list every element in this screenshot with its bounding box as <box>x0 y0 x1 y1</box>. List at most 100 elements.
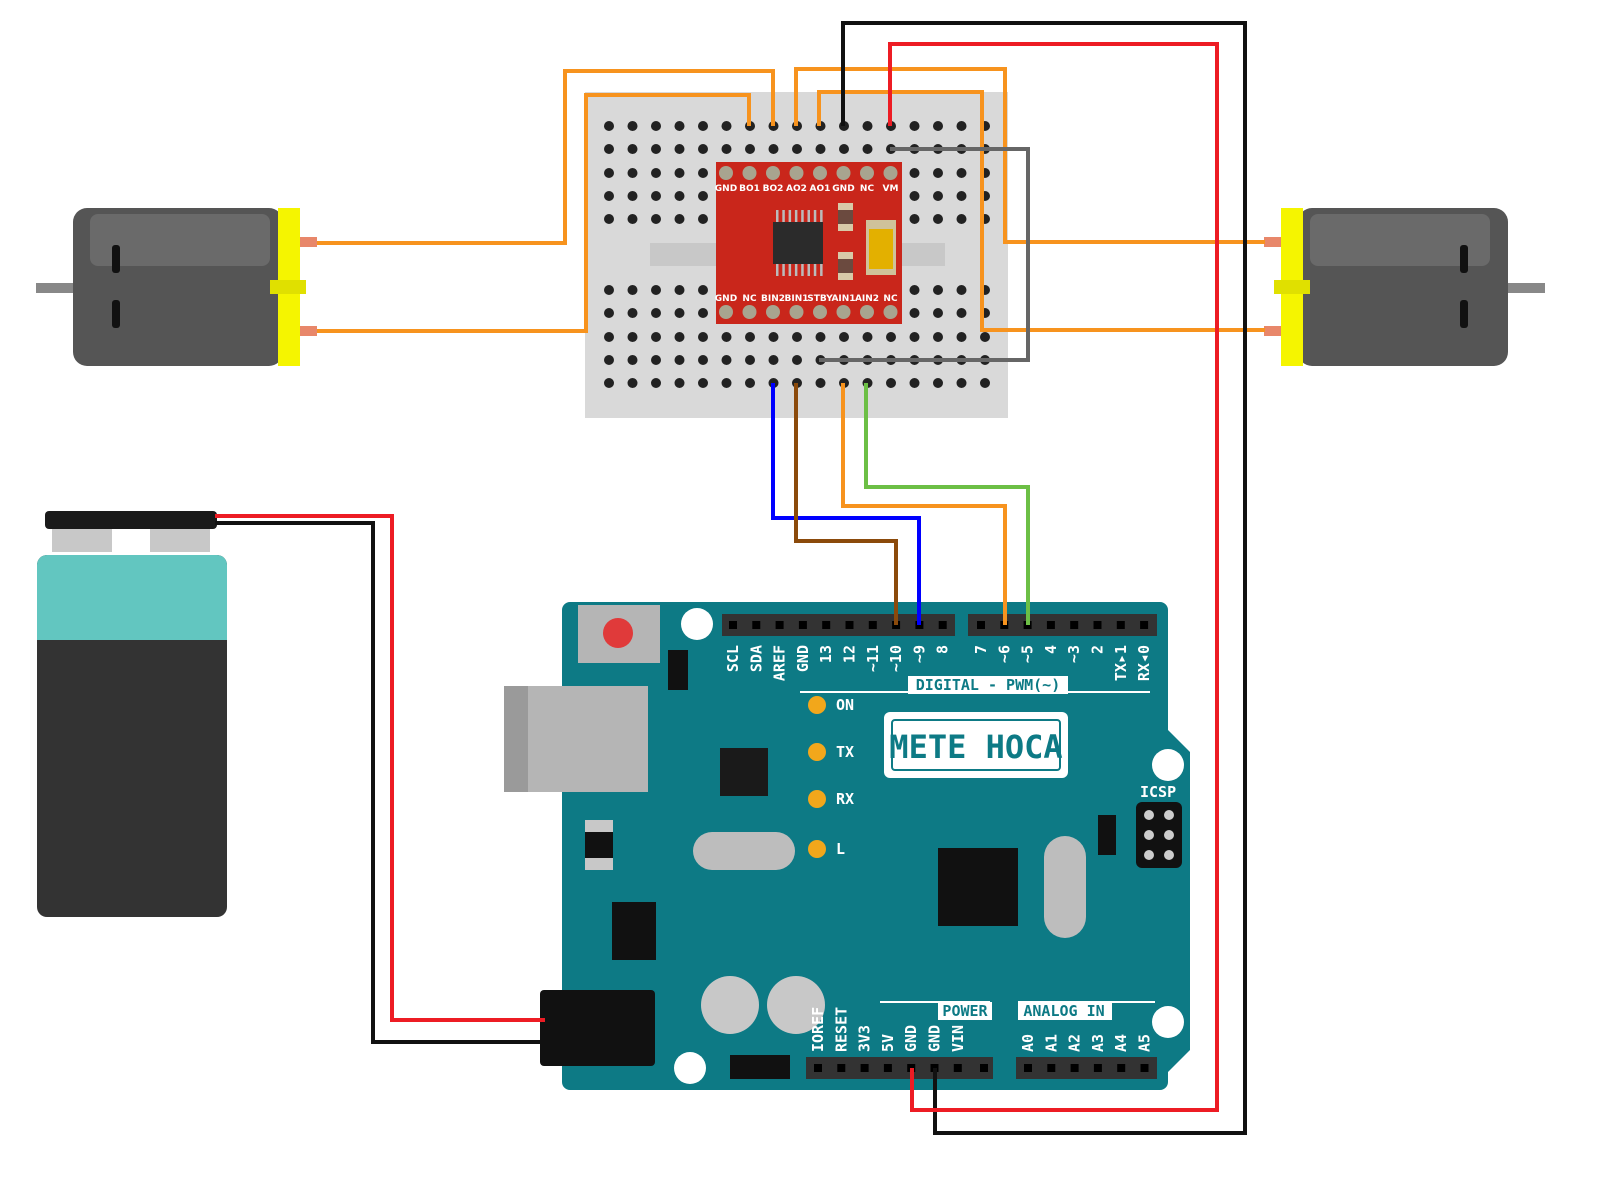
breadboard-hole <box>933 168 943 178</box>
driver-pin <box>883 305 898 319</box>
chip-leg <box>776 264 779 276</box>
digital-pin-label: GND <box>794 645 812 672</box>
breadboard-hole <box>933 214 943 224</box>
led-rx <box>808 790 826 808</box>
breadboard-hole <box>674 285 685 295</box>
breadboard-hole <box>721 355 732 365</box>
breadboard-hole <box>674 378 685 388</box>
breadboard-hole <box>698 332 708 342</box>
driver-pin <box>860 166 874 180</box>
breadboard-hole <box>862 332 873 342</box>
breadboard-hole <box>745 355 755 365</box>
breadboard-hole <box>839 332 849 342</box>
breadboard-hole <box>933 378 943 388</box>
breadboard-hole <box>698 191 708 201</box>
digital-pin-label: SDA <box>747 645 765 672</box>
breadboard-hole <box>909 285 920 295</box>
breadboard-hole <box>862 121 873 131</box>
chip-leg <box>794 264 798 276</box>
breadboard-hole <box>604 285 614 295</box>
led-l <box>808 840 826 858</box>
breadboard-hole <box>745 332 755 342</box>
power-pin-label: 3V3 <box>856 1025 874 1052</box>
power-pin-label: GND <box>926 1025 944 1052</box>
breadboard-hole <box>886 378 896 388</box>
driver-pin-label: GND <box>715 184 737 194</box>
header-pin <box>1047 1064 1056 1072</box>
analog-pin-label: A2 <box>1066 1034 1084 1052</box>
breadboard-hole <box>768 332 779 342</box>
chip-leg <box>801 264 804 276</box>
driver-pin-label: AIN1 <box>831 294 855 304</box>
breadboard-hole <box>674 355 685 365</box>
digital-header-low <box>968 614 1157 636</box>
breadboard-hole <box>604 355 614 365</box>
header-pin <box>729 621 737 629</box>
power-pin-label: VIN <box>949 1025 967 1052</box>
digital-pin-label: ~3 <box>1065 645 1083 663</box>
icsp-header <box>1136 802 1182 868</box>
breadboard-hole <box>956 332 967 342</box>
analog-pin-label: A5 <box>1136 1034 1154 1052</box>
driver-pin-label: BO1 <box>739 184 760 194</box>
logo <box>884 712 1068 778</box>
chip-leg <box>788 210 792 222</box>
breadboard-hole <box>909 378 920 388</box>
breadboard-hole <box>698 168 708 178</box>
power-pin-label: 5V <box>879 1034 897 1052</box>
breadboard-hole <box>674 121 685 131</box>
driver-pin <box>836 166 851 180</box>
header-pin <box>845 621 854 629</box>
led-tx <box>808 743 826 761</box>
driver-pin <box>883 166 898 180</box>
header-pin <box>860 1064 869 1072</box>
led-label: TX <box>836 743 854 761</box>
breadboard-hole <box>956 308 967 318</box>
driver-pin-label: AO2 <box>786 184 807 194</box>
breadboard-hole <box>674 191 685 201</box>
breadboard-hole <box>909 168 920 178</box>
header-pin <box>1116 621 1125 629</box>
breadboard-hole <box>674 214 685 224</box>
icsp-pin <box>1164 810 1174 820</box>
driver-pin <box>860 305 874 319</box>
breadboard-hole <box>721 378 732 388</box>
wire-orange-motor-right-b <box>817 90 1265 332</box>
header-pin <box>798 621 807 629</box>
header-pin <box>1046 621 1055 629</box>
driver-pin <box>789 305 804 319</box>
digital-pin-label: ~5 <box>1019 645 1037 663</box>
breadboard-hole <box>956 285 967 295</box>
breadboard-hole <box>651 355 661 365</box>
chip-leg <box>820 264 823 276</box>
led-label: RX <box>836 790 854 808</box>
wire-green-pin5 <box>864 383 1030 625</box>
driver-pin <box>742 166 757 180</box>
breadboard-hole <box>815 378 826 388</box>
digital-pin-label: 7 <box>972 645 990 654</box>
header-pin <box>977 621 985 629</box>
header-pin <box>1140 621 1149 629</box>
breadboard-hole <box>768 144 779 154</box>
breadboard-hole <box>721 144 732 154</box>
driver-chip <box>773 222 823 264</box>
breadboard-hole <box>956 168 967 178</box>
driver-pin-label: AO1 <box>810 184 831 194</box>
breadboard-hole <box>792 144 802 154</box>
breadboard-hole <box>651 308 661 318</box>
breadboard-hole <box>604 168 614 178</box>
breadboard-hole <box>909 214 920 224</box>
chip-leg <box>820 210 823 222</box>
driver-pin <box>719 166 733 180</box>
driver-pin-label: VM <box>883 184 899 194</box>
breadboard-hole <box>698 121 708 131</box>
icsp-label: ICSP <box>1140 783 1176 801</box>
breadboard-hole <box>909 121 920 131</box>
power-jack <box>540 990 655 1066</box>
breadboard-hole <box>745 144 755 154</box>
breadboard-hole <box>627 332 638 342</box>
wire-orange-pin6 <box>841 383 1007 625</box>
driver-pin-label: BIN2 <box>761 294 785 304</box>
wire-orange-motor-left-a <box>317 69 775 245</box>
